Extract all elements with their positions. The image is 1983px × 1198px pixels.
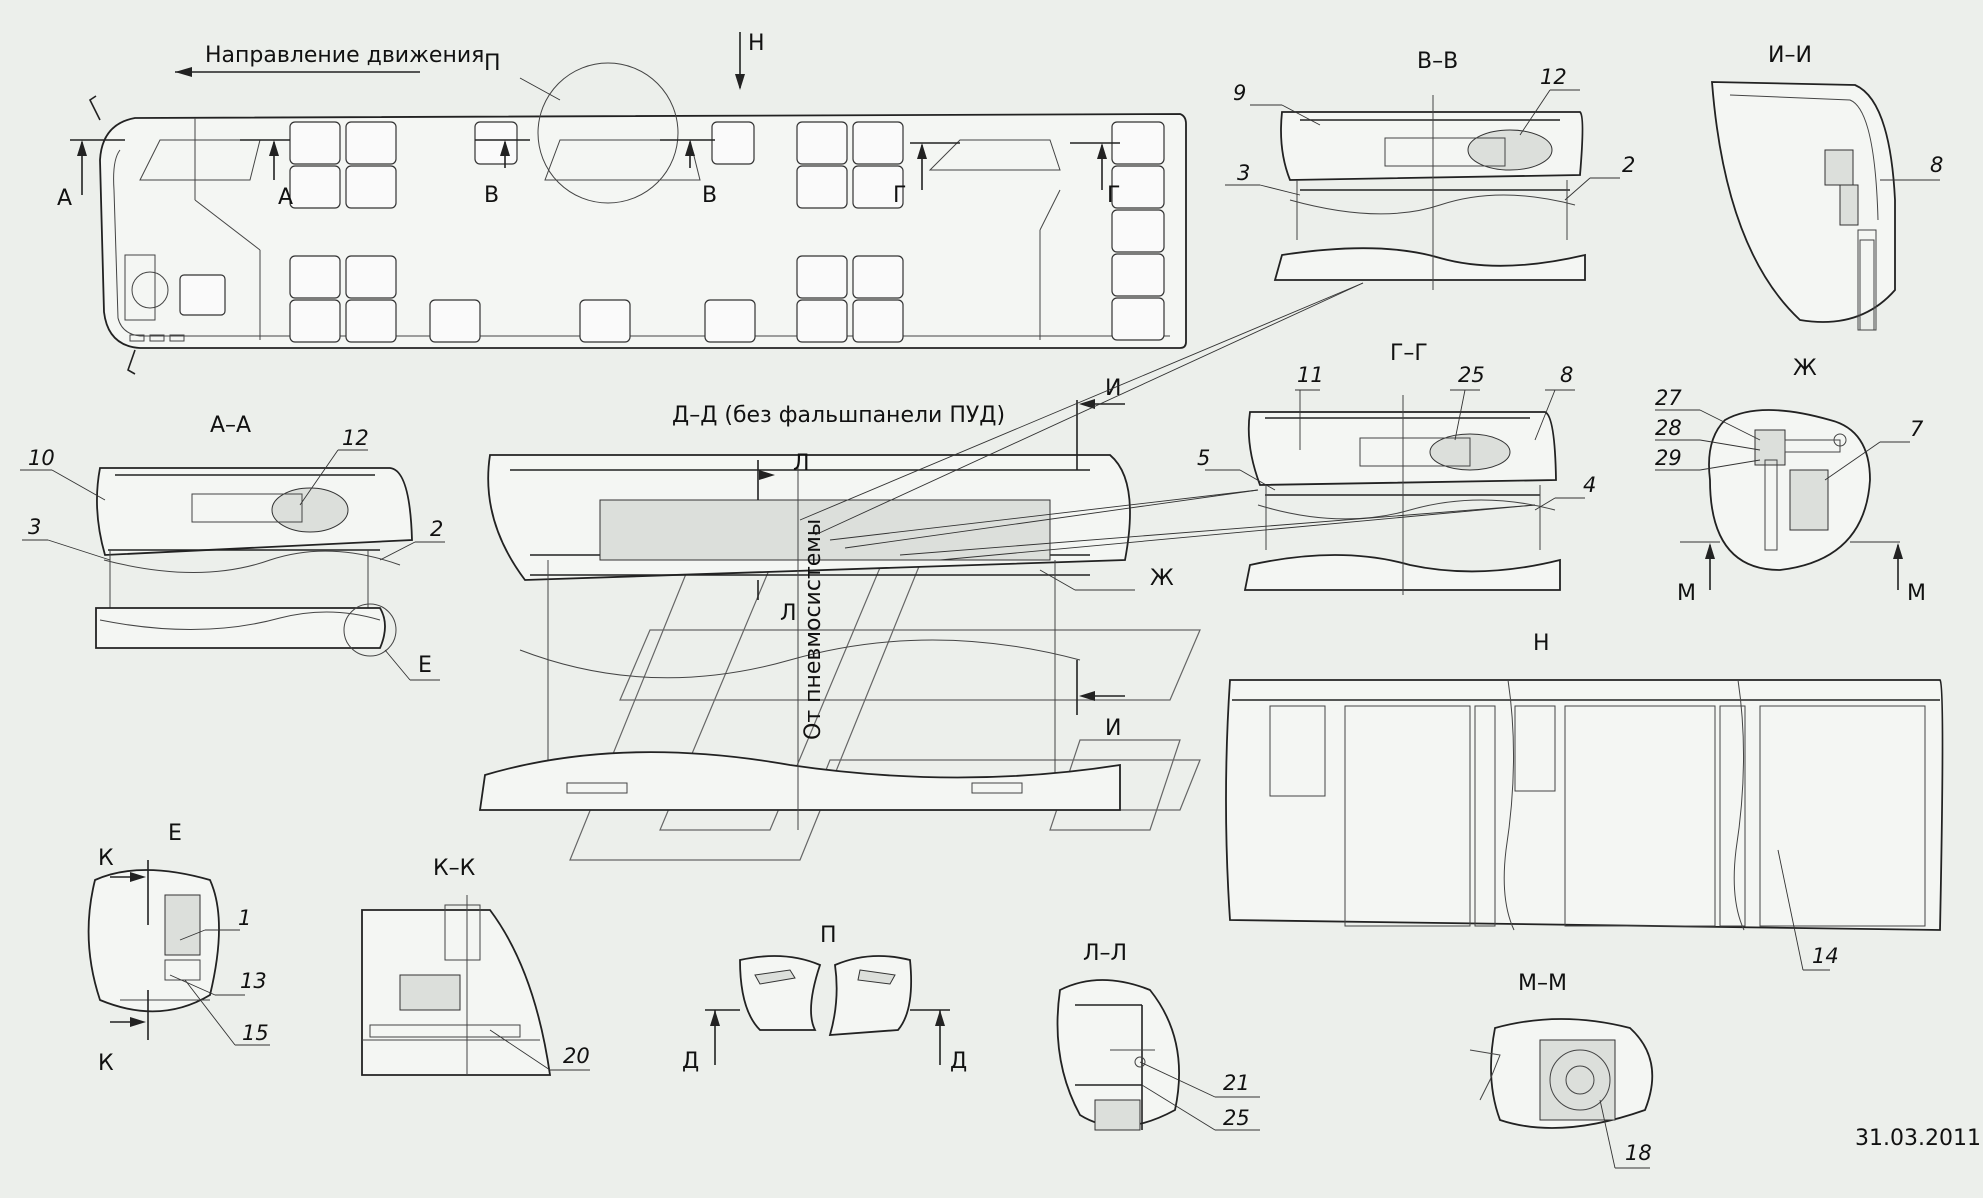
svg-text:2: 2 xyxy=(430,517,443,541)
svg-text:28: 28 xyxy=(1655,416,1682,440)
svg-text:21: 21 xyxy=(1223,1071,1250,1095)
svg-text:Е: Е xyxy=(418,653,432,678)
svg-text:18: 18 xyxy=(1625,1141,1652,1165)
section-dd: Д–Д (без фальшпанели ПУД) Ж От пневмосис… xyxy=(478,282,1536,830)
svg-text:А: А xyxy=(57,186,72,211)
seat-group-top-1 xyxy=(289,121,397,209)
svg-text:К–К: К–К xyxy=(433,856,476,881)
drawing-date: 31.03.2011 xyxy=(1855,1126,1981,1151)
svg-text:И: И xyxy=(1105,716,1121,741)
svg-text:П: П xyxy=(820,923,837,948)
svg-text:25: 25 xyxy=(1223,1106,1250,1130)
svg-text:А: А xyxy=(278,185,293,210)
svg-text:Д: Д xyxy=(682,1049,699,1074)
seat-group-bottom-2 xyxy=(796,255,904,343)
svg-text:Л–Л: Л–Л xyxy=(1083,941,1127,966)
direction-of-travel: Направление движения xyxy=(175,43,484,77)
svg-text:Ж: Ж xyxy=(1150,566,1174,591)
svg-text:5: 5 xyxy=(1197,446,1210,470)
svg-text:Е: Е xyxy=(168,821,182,846)
svg-text:8: 8 xyxy=(1930,153,1943,177)
svg-text:27: 27 xyxy=(1655,386,1682,410)
svg-text:Г: Г xyxy=(893,183,906,208)
svg-text:М: М xyxy=(1677,581,1696,606)
svg-text:Г: Г xyxy=(1107,183,1120,208)
svg-text:Ж: Ж xyxy=(1793,356,1817,381)
svg-text:15: 15 xyxy=(242,1021,269,1045)
svg-text:Л: Л xyxy=(780,601,797,626)
svg-text:В–В: В–В xyxy=(1417,49,1458,74)
section-ii: И–И 8 xyxy=(1711,43,1943,331)
svg-text:3: 3 xyxy=(1237,161,1250,185)
svg-text:В: В xyxy=(702,183,717,208)
svg-text:10: 10 xyxy=(28,446,55,470)
svg-text:Д–Д (без фальшпанели ПУД): Д–Д (без фальшпанели ПУД) xyxy=(672,403,1005,428)
driver-seat xyxy=(179,274,226,316)
svg-text:7: 7 xyxy=(1910,417,1924,441)
detail-e: Е К К 1 13 15 xyxy=(87,821,270,1076)
seat-group-top-2 xyxy=(796,121,904,209)
section-mark-v: В В xyxy=(475,139,717,208)
section-mark-g: Г Г xyxy=(893,142,1120,208)
svg-text:13: 13 xyxy=(240,969,267,993)
section-ll: Л–Л 21 25 xyxy=(1056,941,1260,1131)
svg-text:25: 25 xyxy=(1458,363,1485,387)
svg-text:М: М xyxy=(1907,581,1926,606)
svg-text:29: 29 xyxy=(1655,446,1682,470)
section-aa: А–А 10 3 12 2 Е xyxy=(20,413,445,681)
side-view-n: Н 14 xyxy=(1225,631,1944,971)
seat-group-rear xyxy=(1111,121,1165,341)
svg-text:Д: Д xyxy=(950,1049,967,1074)
section-mark-a: А А xyxy=(57,139,293,211)
svg-text:4: 4 xyxy=(1583,473,1596,497)
detail-p: П Д Д xyxy=(682,923,967,1074)
svg-text:20: 20 xyxy=(563,1044,590,1068)
bus-plan-view: П Н А А В В Г xyxy=(57,31,1187,375)
section-gg: Г–Г 11 25 8 5 4 xyxy=(1197,341,1596,595)
svg-text:М–М: М–М xyxy=(1518,971,1567,996)
svg-text:3: 3 xyxy=(28,515,41,539)
seat-group-bottom-1 xyxy=(289,255,397,343)
svg-text:А–А: А–А xyxy=(210,413,251,438)
svg-text:И–И: И–И xyxy=(1768,43,1812,68)
detail-zh: Ж 27 28 29 7 М М xyxy=(1655,356,1926,606)
svg-text:Н: Н xyxy=(748,31,765,56)
svg-text:К: К xyxy=(98,1051,114,1076)
svg-text:П: П xyxy=(484,51,501,76)
svg-text:12: 12 xyxy=(342,426,369,450)
svg-text:14: 14 xyxy=(1812,944,1839,968)
section-vv: В–В 9 3 12 2 xyxy=(1225,49,1635,290)
svg-text:К: К xyxy=(98,846,114,871)
svg-text:8: 8 xyxy=(1560,363,1573,387)
section-mm: М–М 18 xyxy=(1469,971,1654,1169)
pneumo-annotation: От пневмосистемы xyxy=(801,519,826,740)
svg-text:Г–Г: Г–Г xyxy=(1390,341,1428,366)
section-kk: К–К 20 xyxy=(361,856,590,1076)
svg-text:9: 9 xyxy=(1233,81,1246,105)
steering-wheel-icon xyxy=(131,271,169,309)
svg-text:Н: Н xyxy=(1533,631,1550,656)
svg-text:Л: Л xyxy=(793,451,810,476)
svg-text:1: 1 xyxy=(238,906,251,930)
svg-text:11: 11 xyxy=(1297,363,1324,387)
svg-text:В: В xyxy=(484,183,499,208)
svg-text:12: 12 xyxy=(1540,65,1567,89)
svg-text:2: 2 xyxy=(1622,153,1635,177)
direction-label: Направление движения xyxy=(205,43,484,68)
